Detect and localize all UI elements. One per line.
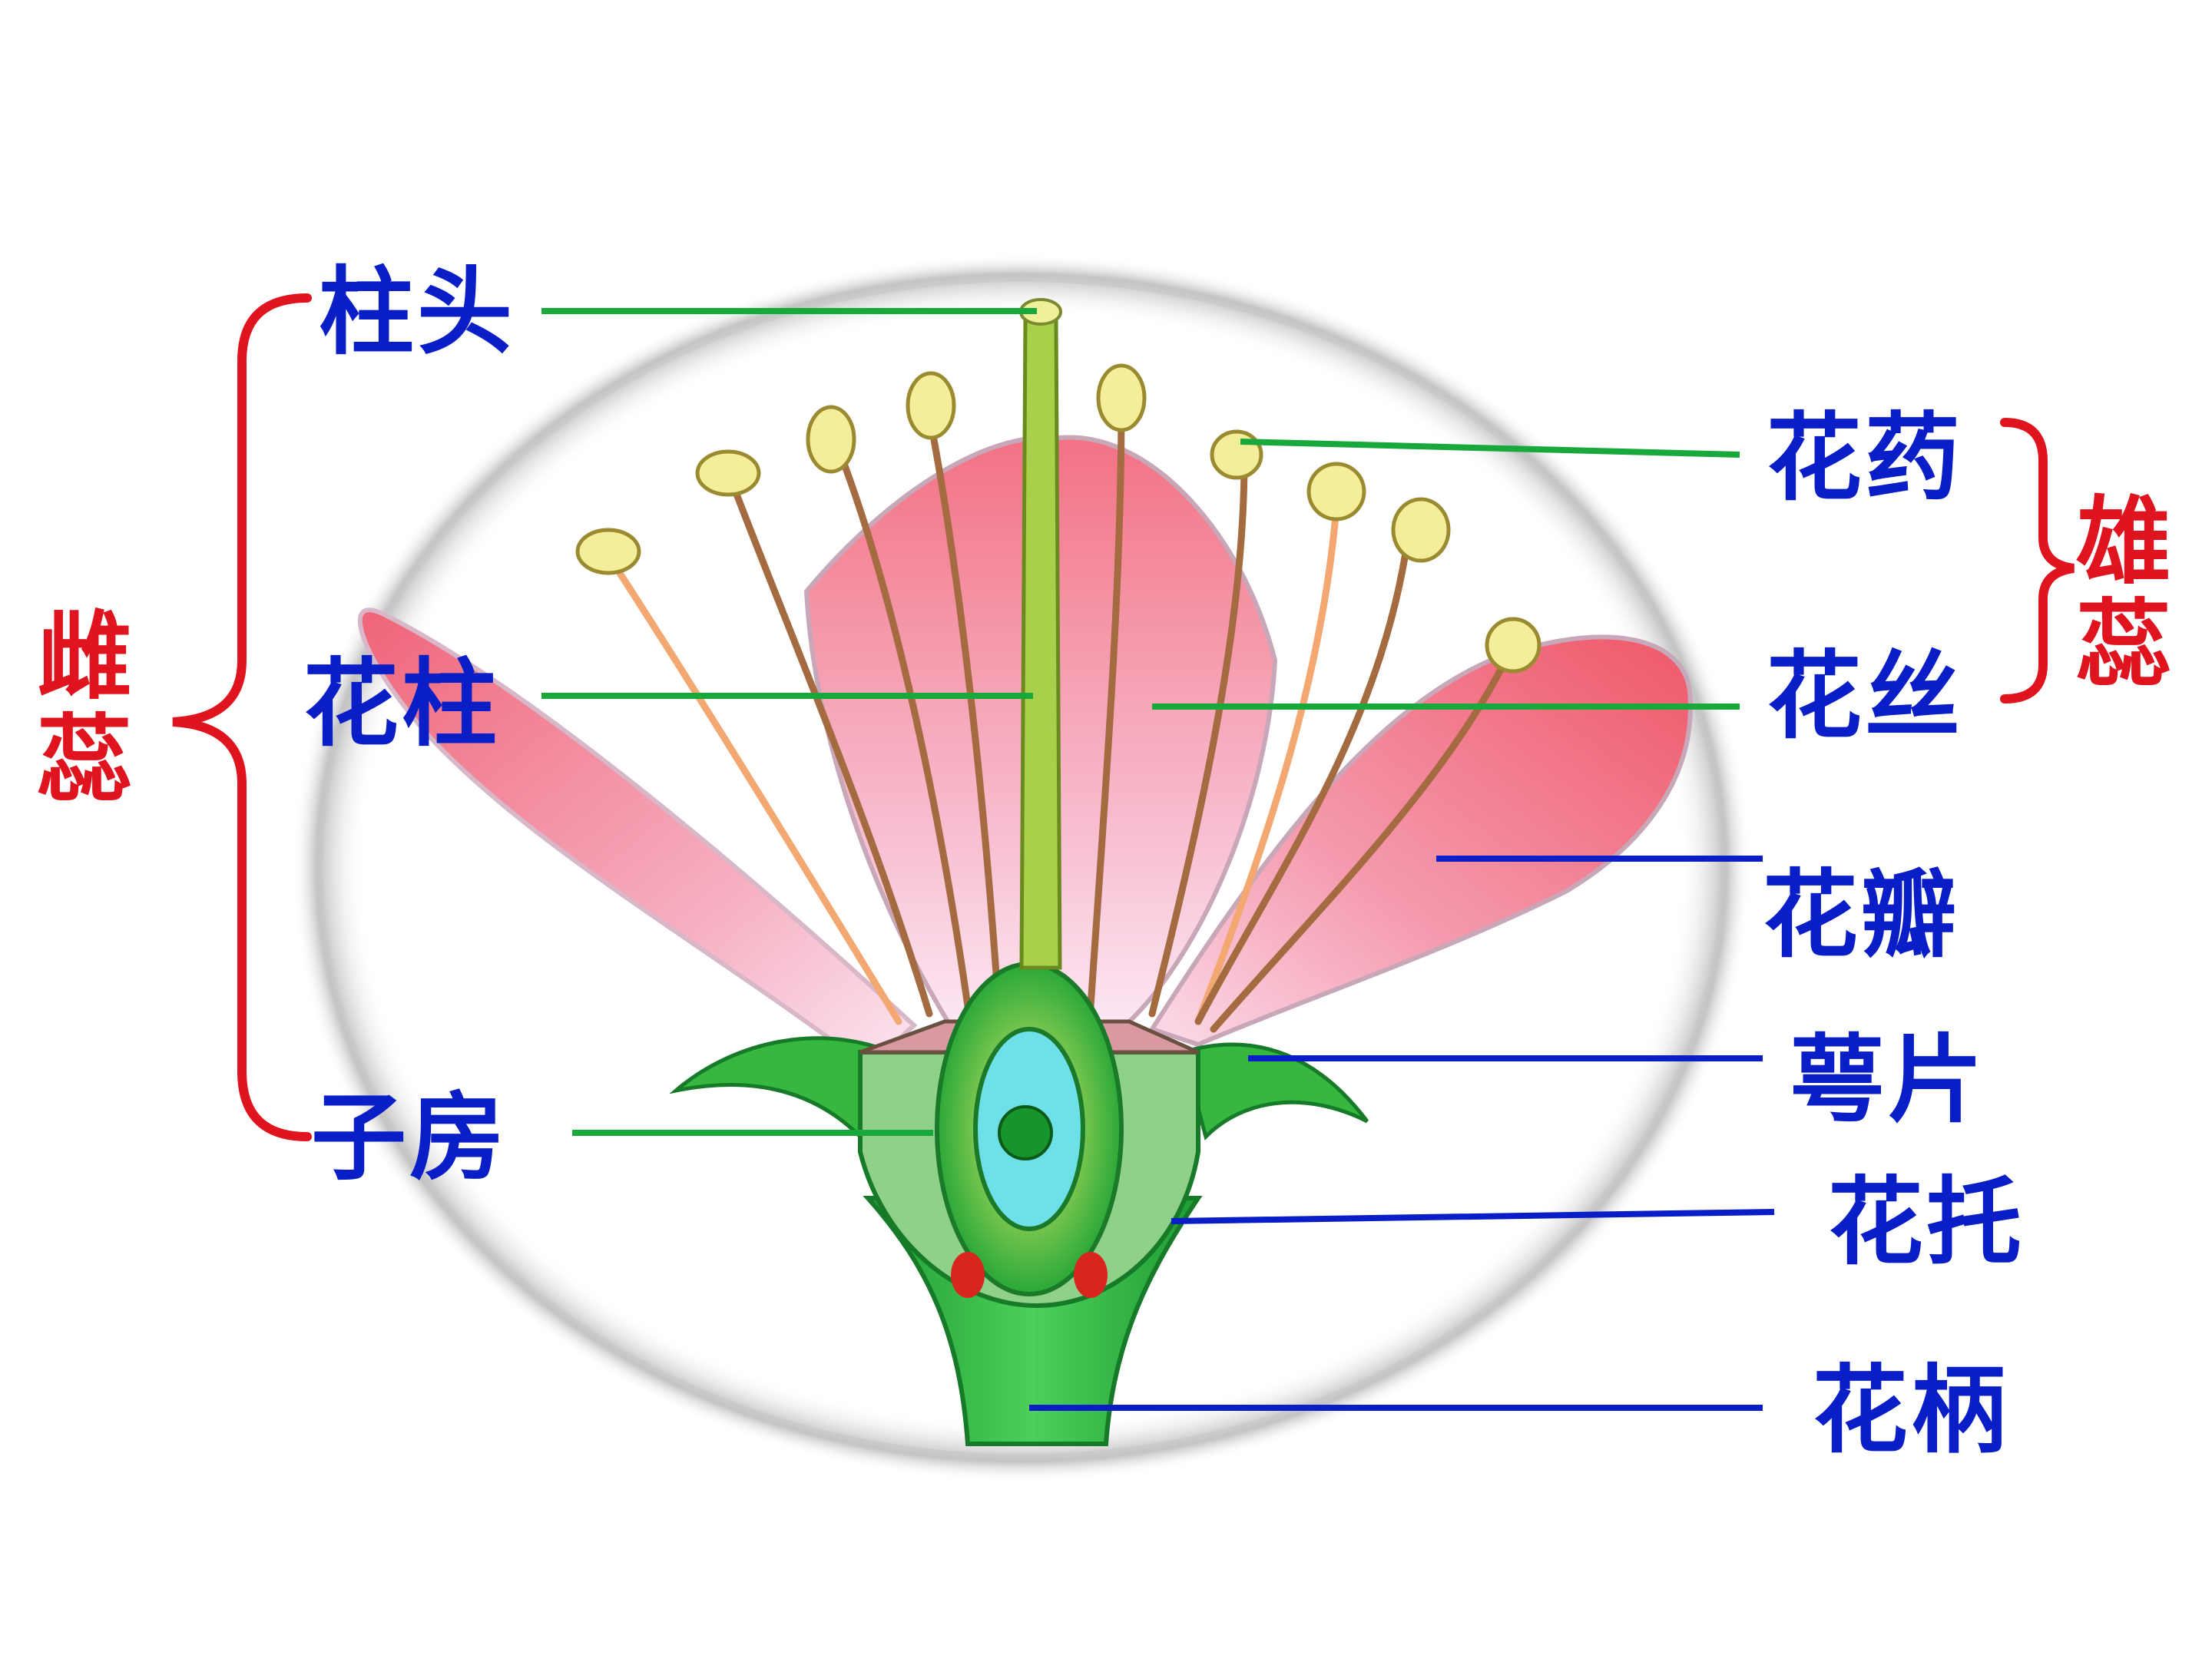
ovule [998,1105,1053,1160]
anther-label: 花药 [1767,403,1964,514]
stamen-filaments [603,403,1509,1033]
pedicel-label: 花柄 [1813,1356,2010,1466]
receptacle-label: 花托 [1828,1167,2025,1278]
pistil-group-label: 雌蕊 [36,602,132,816]
ovary-label: 子房 [311,1083,508,1194]
stamen-bracket [2000,418,2075,704]
stigma-label: 柱头 [319,257,516,368]
style-label: 花柱 [303,649,501,760]
filament-label: 花丝 [1767,641,1964,752]
sepal-label: 萼片 [1790,1025,1987,1136]
stamen-anthers [575,363,1541,674]
petal-label: 花瓣 [1763,860,1960,971]
pistil-bracket [172,293,312,1141]
leader-lines [541,308,1775,1411]
petal-left [357,608,918,1071]
sepal-right [1180,1042,1369,1141]
sepal-left [669,1036,894,1141]
stamen-group-label: 雄蕊 [2075,487,2171,700]
style-shape [1019,316,1062,970]
